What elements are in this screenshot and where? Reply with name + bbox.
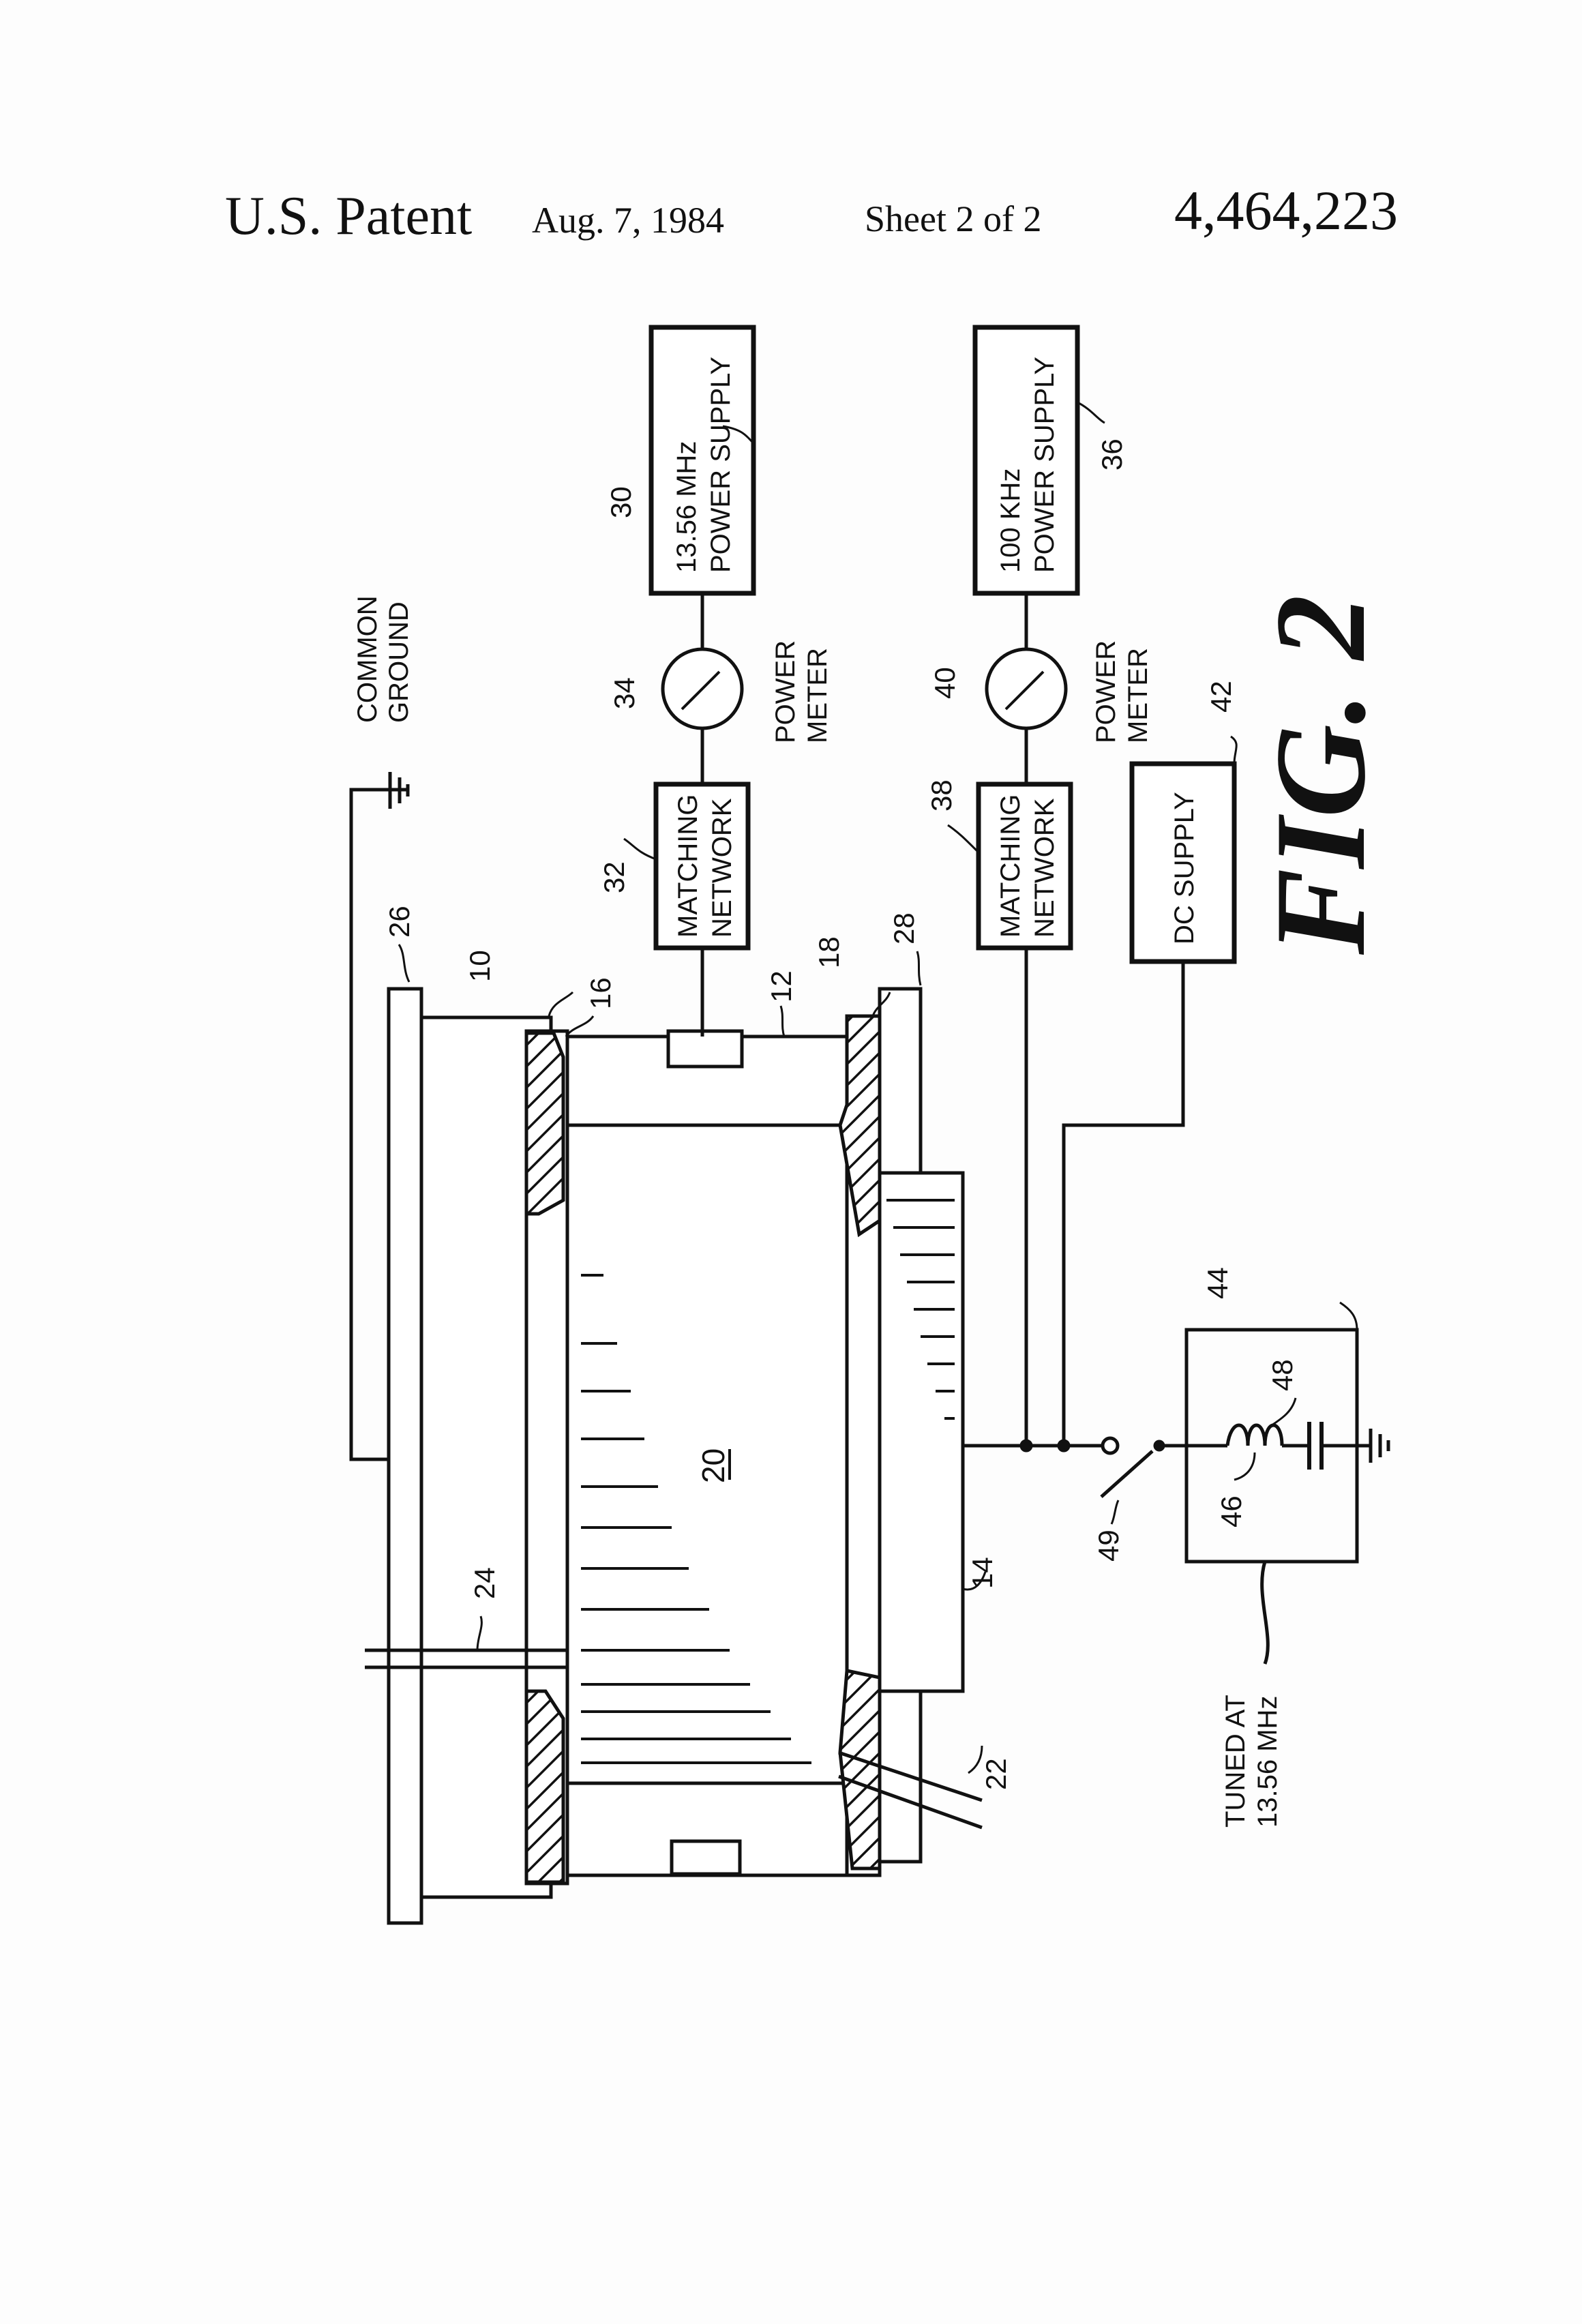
- ref-14: 14: [966, 1557, 998, 1589]
- insulator-16-top-hatch: [526, 1033, 563, 1214]
- tuned-at-line-1: TUNED AT: [1221, 1695, 1251, 1828]
- power-supply-36: [975, 327, 1077, 593]
- ref-36: 36: [1096, 438, 1128, 471]
- ref-48: 48: [1266, 1359, 1298, 1391]
- tuned-at-line-2: 13.56 MHz: [1253, 1696, 1283, 1828]
- ref-22: 22: [980, 1758, 1012, 1790]
- junction-b: [1059, 1441, 1069, 1450]
- insulator-16-bottom-hatch: [526, 1691, 563, 1882]
- ref-44: 44: [1202, 1267, 1234, 1299]
- ref-46: 46: [1215, 1495, 1247, 1528]
- power-meter-34-line-2: METER: [803, 648, 833, 743]
- ref-26: 26: [383, 906, 415, 938]
- ref-30: 30: [605, 486, 637, 518]
- tuned-leader: [1262, 1562, 1268, 1664]
- ref-12: 12: [765, 970, 797, 1002]
- inductor-46: [1227, 1425, 1282, 1446]
- switch-49-contact: [1103, 1438, 1118, 1453]
- port-top: [668, 1031, 742, 1067]
- ref-24: 24: [468, 1567, 501, 1599]
- dc-supply-text: DC SUPPLY: [1169, 792, 1199, 944]
- filter-ground-symbol: [1371, 1429, 1388, 1463]
- match-38-line-2: NETWORK: [1030, 798, 1060, 938]
- match-38-line-1: MATCHING: [996, 794, 1026, 938]
- switch-49-blade: [1101, 1451, 1152, 1497]
- power-meter-34-line-1: POWER: [771, 640, 801, 743]
- ref-16: 16: [584, 977, 616, 1009]
- common-ground-line-1: COMMON: [353, 595, 383, 723]
- wire-dc-supply: [1064, 962, 1183, 1446]
- ref-10: 10: [464, 950, 496, 982]
- supply-36-line-1: 100 KHz: [996, 468, 1026, 573]
- junction-a: [1021, 1441, 1031, 1450]
- ref-32: 32: [598, 861, 630, 893]
- power-meter-40-line-2: METER: [1123, 648, 1153, 743]
- match-32-line-2: NETWORK: [707, 798, 737, 938]
- power-supply-30: [651, 327, 753, 593]
- center-label-20: 20: [696, 1448, 731, 1483]
- port-bottom: [672, 1841, 740, 1874]
- ref-49: 49: [1092, 1530, 1124, 1562]
- electrode-14: [880, 1173, 963, 1691]
- common-ground-line-2: GROUND: [384, 601, 414, 723]
- ref-28: 28: [888, 912, 920, 944]
- ref-38: 38: [925, 779, 957, 811]
- ref-34: 34: [608, 677, 640, 709]
- power-meter-40-line-1: POWER: [1091, 640, 1121, 743]
- ref-18: 18: [813, 936, 845, 968]
- supply-30-line-2: POWER SUPPLY: [706, 357, 736, 573]
- figure-caption: FIG. 2: [1249, 595, 1392, 955]
- match-32-line-1: MATCHING: [673, 794, 703, 938]
- plate-26: [389, 989, 421, 1923]
- ref-40: 40: [929, 667, 961, 699]
- supply-36-line-2: POWER SUPPLY: [1030, 357, 1060, 573]
- supply-30-line-1: 13.56 MHz: [672, 441, 702, 573]
- ref-42: 42: [1205, 681, 1237, 713]
